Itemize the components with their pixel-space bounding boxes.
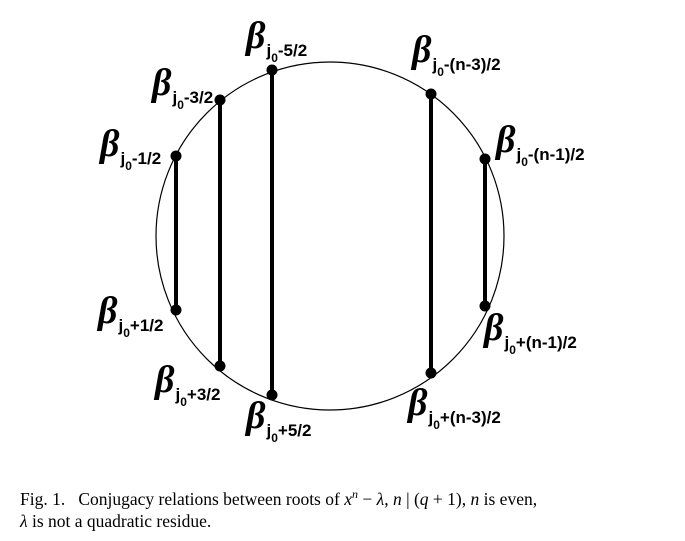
conjugacy-diagram: βj0-1/2 βj0-3/2 βj0-5/2 βj0-(n-3)/2 βj0-(n-1… bbox=[96, 15, 585, 445]
root-label-group: βj0-1/2 βj0-3/2 βj0-5/2 βj0-(n-3)/2 βj0-(n-1… bbox=[96, 15, 585, 445]
beta-symbol: β bbox=[150, 62, 172, 104]
root-point-p32 bbox=[214, 360, 226, 372]
beta-symbol: β bbox=[153, 359, 175, 401]
root-point-group bbox=[170, 64, 491, 401]
caption-divides: | ( bbox=[401, 488, 420, 509]
beta-symbol: β bbox=[244, 395, 266, 437]
caption-minus: − bbox=[357, 488, 377, 509]
root-label-p32: βj0+3/2 bbox=[153, 359, 220, 409]
caption-text-1: Conjugacy relations between roots of bbox=[78, 488, 345, 509]
root-point-mn3 bbox=[425, 88, 437, 100]
root-label-m32: βj0-3/2 bbox=[150, 62, 213, 112]
root-point-pn1 bbox=[479, 300, 491, 312]
beta-symbol: β bbox=[482, 307, 504, 349]
caption-fig-label: Fig. 1. bbox=[20, 488, 66, 509]
unit-circle bbox=[155, 61, 505, 411]
caption-n-sup: n bbox=[351, 487, 358, 501]
beta-symbol: β bbox=[96, 290, 118, 332]
root-point-m32 bbox=[214, 94, 226, 106]
caption-plus-one: + 1), bbox=[428, 488, 471, 509]
root-label-m12: βj0-1/2 bbox=[98, 123, 161, 173]
caption-text-3: is not a quadratic residue. bbox=[27, 510, 212, 531]
chord-group bbox=[174, 70, 487, 395]
root-label-mn1: βj0-(n-1)/2 bbox=[494, 119, 585, 169]
root-point-m12 bbox=[170, 150, 182, 162]
beta-symbol: β bbox=[494, 119, 516, 161]
beta-symbol: β bbox=[244, 15, 266, 57]
root-label-m52: βj0-5/2 bbox=[244, 15, 307, 65]
caption-lambda: λ bbox=[376, 488, 385, 509]
caption-q: q bbox=[419, 488, 429, 509]
beta-symbol: β bbox=[98, 123, 120, 165]
root-point-m52 bbox=[266, 64, 278, 76]
caption-x: x bbox=[344, 488, 352, 509]
beta-symbol: β bbox=[406, 382, 428, 424]
caption-n-2: n bbox=[470, 488, 480, 509]
root-label-mn3: βj0-(n-3)/2 bbox=[410, 29, 501, 79]
root-label-p12: βj0+1/2 bbox=[96, 290, 163, 340]
figure-caption: Fig. 1. Conjugacy relations between root… bbox=[20, 483, 675, 532]
caption-lambda-2: λ bbox=[20, 510, 28, 531]
caption-n-1: n bbox=[392, 488, 402, 509]
caption-comma: , bbox=[384, 488, 393, 509]
root-point-mn1 bbox=[479, 153, 491, 165]
root-label-p52: βj0+5/2 bbox=[244, 395, 311, 445]
root-label-pn1: βj0+(n-1)/2 bbox=[482, 307, 577, 357]
root-point-p52 bbox=[266, 389, 278, 401]
root-point-p12 bbox=[170, 304, 182, 316]
beta-symbol: β bbox=[410, 29, 432, 71]
root-point-pn3 bbox=[425, 367, 437, 379]
caption-text-2: is even, bbox=[479, 488, 538, 509]
root-label-pn3: βj0+(n-3)/2 bbox=[406, 382, 501, 432]
